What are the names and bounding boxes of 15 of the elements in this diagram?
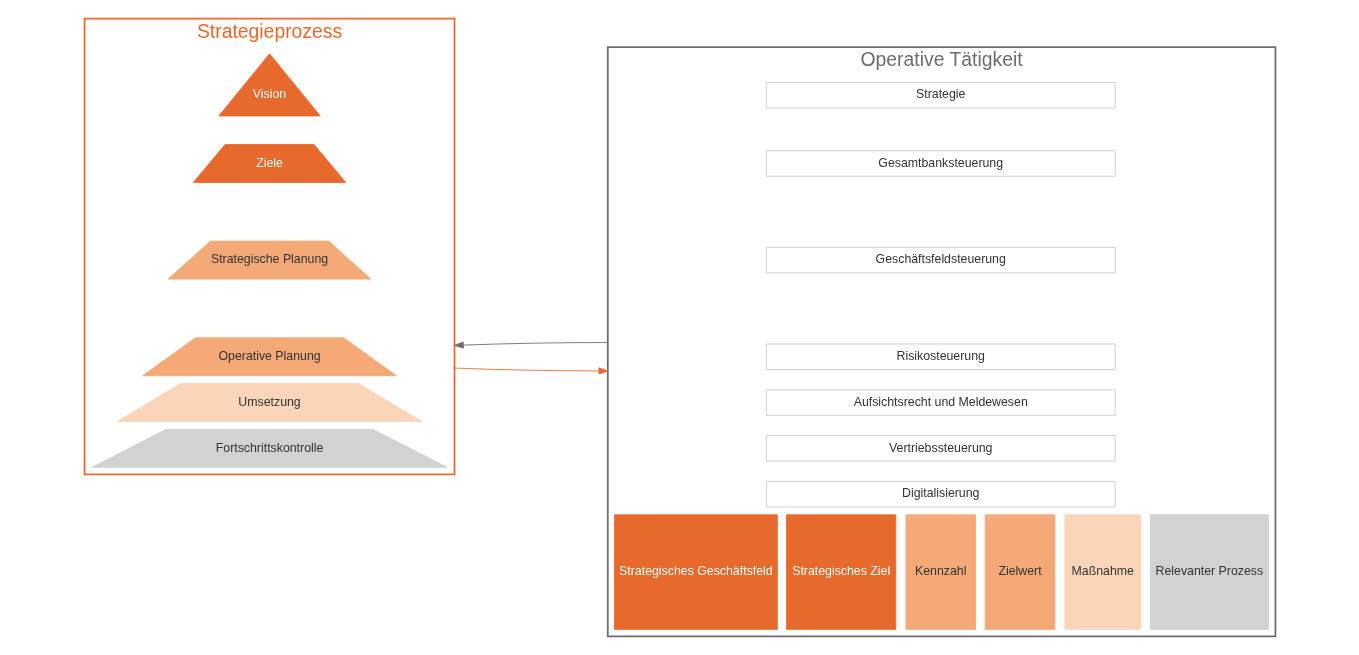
node-box: Strategisches Geschäftsfeld [613,514,778,630]
node-box: Zielwert [984,514,1055,630]
arrow [453,341,608,349]
node-box: Strategie [765,82,1116,109]
node-box: Digitalisierung [765,480,1116,508]
node-box: Strategisches Ziel [785,514,896,630]
node-box: Risikosteuerung [765,343,1116,370]
node-box: Geschäftsfeldsteuerung [765,246,1116,274]
node-box: Kennzahl [905,514,976,630]
node-box: Vertriebssteuerung [765,435,1116,462]
node-box: Gesamtbanksteuerung [765,150,1116,177]
node-box: Maßnahme [1064,514,1141,630]
arrow [453,367,608,375]
node-box: Aufsichtsrecht und Meldewesen [765,389,1116,416]
node-box: Relevanter Prozess [1149,514,1269,630]
